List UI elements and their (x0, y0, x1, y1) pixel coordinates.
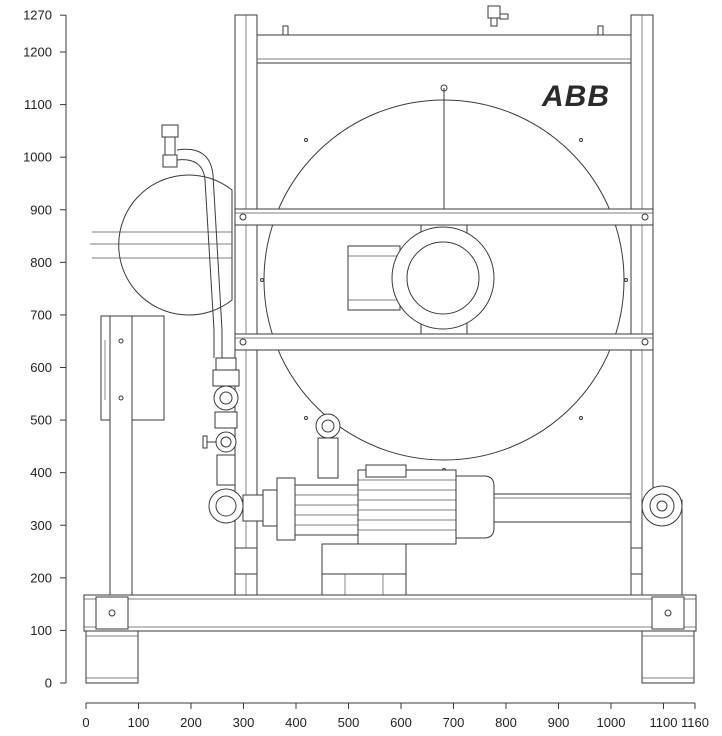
x-tick-label: 300 (233, 715, 255, 730)
y-tick-label: 900 (30, 202, 52, 217)
x-tick-label: 800 (495, 715, 517, 730)
x-tick-label: 600 (390, 715, 412, 730)
x-tick-label: 700 (443, 715, 465, 730)
control-bracket (100, 315, 165, 596)
right-foot (641, 630, 695, 684)
y-tick-label: 1100 (24, 97, 52, 112)
y-axis-ticks: 0 100 200 300 400 500 600 700 800 900 1000 1100 1200… (23, 8, 66, 691)
x-tick-label: 1000 (597, 715, 626, 730)
x-tick-label: 900 (548, 715, 570, 730)
y-tick-label: 200 (30, 570, 52, 585)
y-tick-label: 300 (30, 518, 52, 533)
x-tick-label: 200 (180, 715, 202, 730)
y-tick-label: 400 (30, 465, 52, 480)
right-support-bearing (493, 485, 683, 596)
y-tick-label: 800 (30, 255, 52, 270)
y-tick-label: 600 (30, 360, 52, 375)
brand-logo: ABB (541, 80, 610, 113)
center-motor (347, 224, 495, 335)
x-tick-label: 500 (338, 715, 360, 730)
y-tick-label: 1270 (23, 8, 52, 23)
y-axis: 0 100 200 300 400 500 600 700 800 900 1000 1100 1200… (23, 8, 67, 691)
right-base-plate (651, 596, 685, 630)
y-tick-label: 500 (30, 413, 52, 428)
x-tick-label: 0 (82, 715, 89, 730)
x-tick-label: 1160 (681, 715, 709, 730)
abb-logo: ABB (541, 80, 610, 113)
x-tick-label: 400 (285, 715, 307, 730)
y-tick-label: 700 (30, 307, 52, 322)
expansion-tank (90, 124, 233, 358)
y-tick-label: 1200 (23, 45, 52, 60)
x-tick-label: 1100 (650, 715, 678, 730)
pump-and-motor (242, 413, 495, 596)
main-frame (234, 5, 654, 596)
y-tick-label: 1000 (23, 150, 52, 165)
y-tick-label: 100 (30, 623, 52, 638)
left-base-plate (95, 596, 129, 630)
valve-assembly (202, 357, 244, 524)
x-tick-label: 100 (128, 715, 150, 730)
left-foot (85, 630, 139, 684)
y-tick-label: 0 (45, 676, 52, 691)
base-skid (83, 594, 697, 684)
